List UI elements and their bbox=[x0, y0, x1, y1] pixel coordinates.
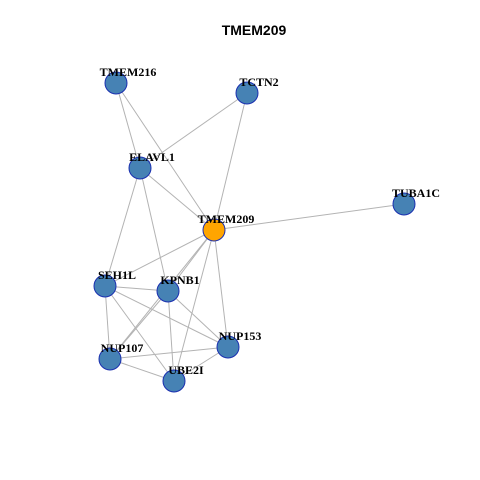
node-label-kpnb1: KPNB1 bbox=[160, 273, 199, 287]
edge-tmem209-ube2i bbox=[173, 229, 215, 382]
diagram-title: TMEM209 bbox=[222, 22, 287, 38]
node-label-tuba1c: TUBA1C bbox=[392, 186, 440, 200]
node-circle-elavl1 bbox=[128, 156, 152, 180]
edge-tmem209-seh1l bbox=[104, 229, 215, 287]
node-label-nup153: NUP153 bbox=[219, 329, 262, 343]
node-circle-seh1l bbox=[93, 274, 117, 298]
node-nup107: NUP107 bbox=[98, 341, 144, 371]
node-label-elavl1: ELAVL1 bbox=[129, 150, 175, 164]
node-tctn2: TCTN2 bbox=[235, 75, 279, 105]
node-label-tctn2: TCTN2 bbox=[239, 75, 278, 89]
node-label-ube2i: UBE2I bbox=[168, 363, 204, 377]
node-circle-ube2i bbox=[162, 369, 186, 393]
edge-tmem216-tmem209 bbox=[115, 82, 215, 231]
node-circle-kpnb1 bbox=[156, 279, 180, 303]
node-elavl1: ELAVL1 bbox=[128, 150, 175, 180]
edge-tmem209-tuba1c bbox=[213, 203, 405, 231]
edge-tctn2-elavl1 bbox=[139, 92, 248, 169]
node-label-tmem209: TMEM209 bbox=[198, 212, 255, 226]
node-label-tmem216: TMEM216 bbox=[100, 65, 157, 79]
edge-elavl1-kpnb1 bbox=[139, 167, 169, 292]
edge-elavl1-tmem209 bbox=[139, 167, 215, 231]
node-circle-tmem216 bbox=[104, 71, 128, 95]
edge-kpnb1-nup107 bbox=[109, 290, 169, 360]
node-tmem209: TMEM209 bbox=[198, 212, 255, 242]
edge-kpnb1-nup153 bbox=[167, 290, 229, 348]
node-seh1l: SEH1L bbox=[93, 268, 136, 298]
edge-seh1l-nup107 bbox=[104, 285, 111, 360]
node-circle-tctn2 bbox=[235, 81, 259, 105]
edge-nup153-nup107 bbox=[109, 346, 229, 360]
node-circle-nup107 bbox=[98, 347, 122, 371]
node-tmem216: TMEM216 bbox=[100, 65, 157, 95]
edge-elavl1-seh1l bbox=[104, 167, 141, 287]
edge-tctn2-tmem209 bbox=[213, 92, 248, 231]
node-label-seh1l: SEH1L bbox=[98, 268, 136, 282]
node-circle-nup153 bbox=[216, 335, 240, 359]
edge-tmem216-elavl1 bbox=[115, 82, 141, 169]
edge-kpnb1-ube2i bbox=[167, 290, 175, 382]
edge-tmem209-nup153 bbox=[213, 229, 229, 348]
node-circle-tuba1c bbox=[392, 192, 416, 216]
node-kpnb1: KPNB1 bbox=[156, 273, 200, 303]
node-ube2i: UBE2I bbox=[162, 363, 204, 393]
node-nup153: NUP153 bbox=[216, 329, 262, 359]
node-tuba1c: TUBA1C bbox=[392, 186, 440, 216]
node-circle-tmem209 bbox=[202, 218, 226, 242]
edge-seh1l-nup153 bbox=[104, 285, 229, 348]
node-label-nup107: NUP107 bbox=[101, 341, 144, 355]
edge-seh1l-ube2i bbox=[104, 285, 175, 382]
